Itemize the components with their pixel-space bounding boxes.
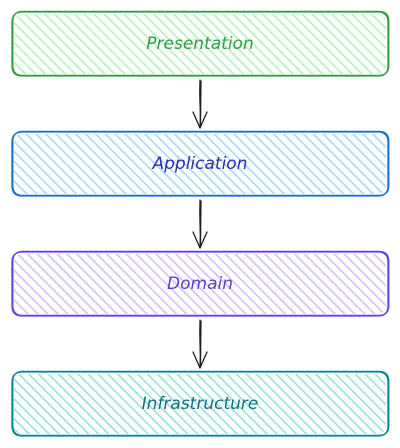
layer-box-presentation-outline xyxy=(11,10,390,77)
arrow-head-icon xyxy=(192,351,208,369)
layer-box-infrastructure-fill xyxy=(14,374,386,434)
layer-box-presentation-fill xyxy=(14,14,386,74)
arrow-head-icon xyxy=(192,111,208,129)
layer-box-application-fill xyxy=(14,134,386,194)
layer-box-infrastructure: Infrastructure xyxy=(11,370,390,437)
layer-box-application-outline xyxy=(11,130,390,197)
layer-label-application: Application xyxy=(152,154,248,174)
layer-label-domain: Domain xyxy=(167,274,233,294)
arrow-shaft xyxy=(199,199,202,249)
layer-box-domain: Domain xyxy=(11,250,390,317)
arrow-domain-to-infrastructure xyxy=(192,319,208,369)
arrow-shaft xyxy=(199,79,202,129)
layer-box-domain-outline xyxy=(11,250,390,317)
arrow-presentation-to-application xyxy=(192,79,208,129)
layer-box-presentation: Presentation xyxy=(11,10,390,77)
layer-label-infrastructure: Infrastructure xyxy=(142,394,259,414)
layer-box-infrastructure-outline xyxy=(11,370,390,437)
arrow-shaft xyxy=(199,319,202,369)
arrow-head-icon xyxy=(192,231,208,249)
layer-label-presentation: Presentation xyxy=(146,34,253,54)
layer-box-domain-fill xyxy=(14,254,386,314)
layer-box-application: Application xyxy=(11,130,390,197)
arrow-application-to-domain xyxy=(192,199,208,249)
